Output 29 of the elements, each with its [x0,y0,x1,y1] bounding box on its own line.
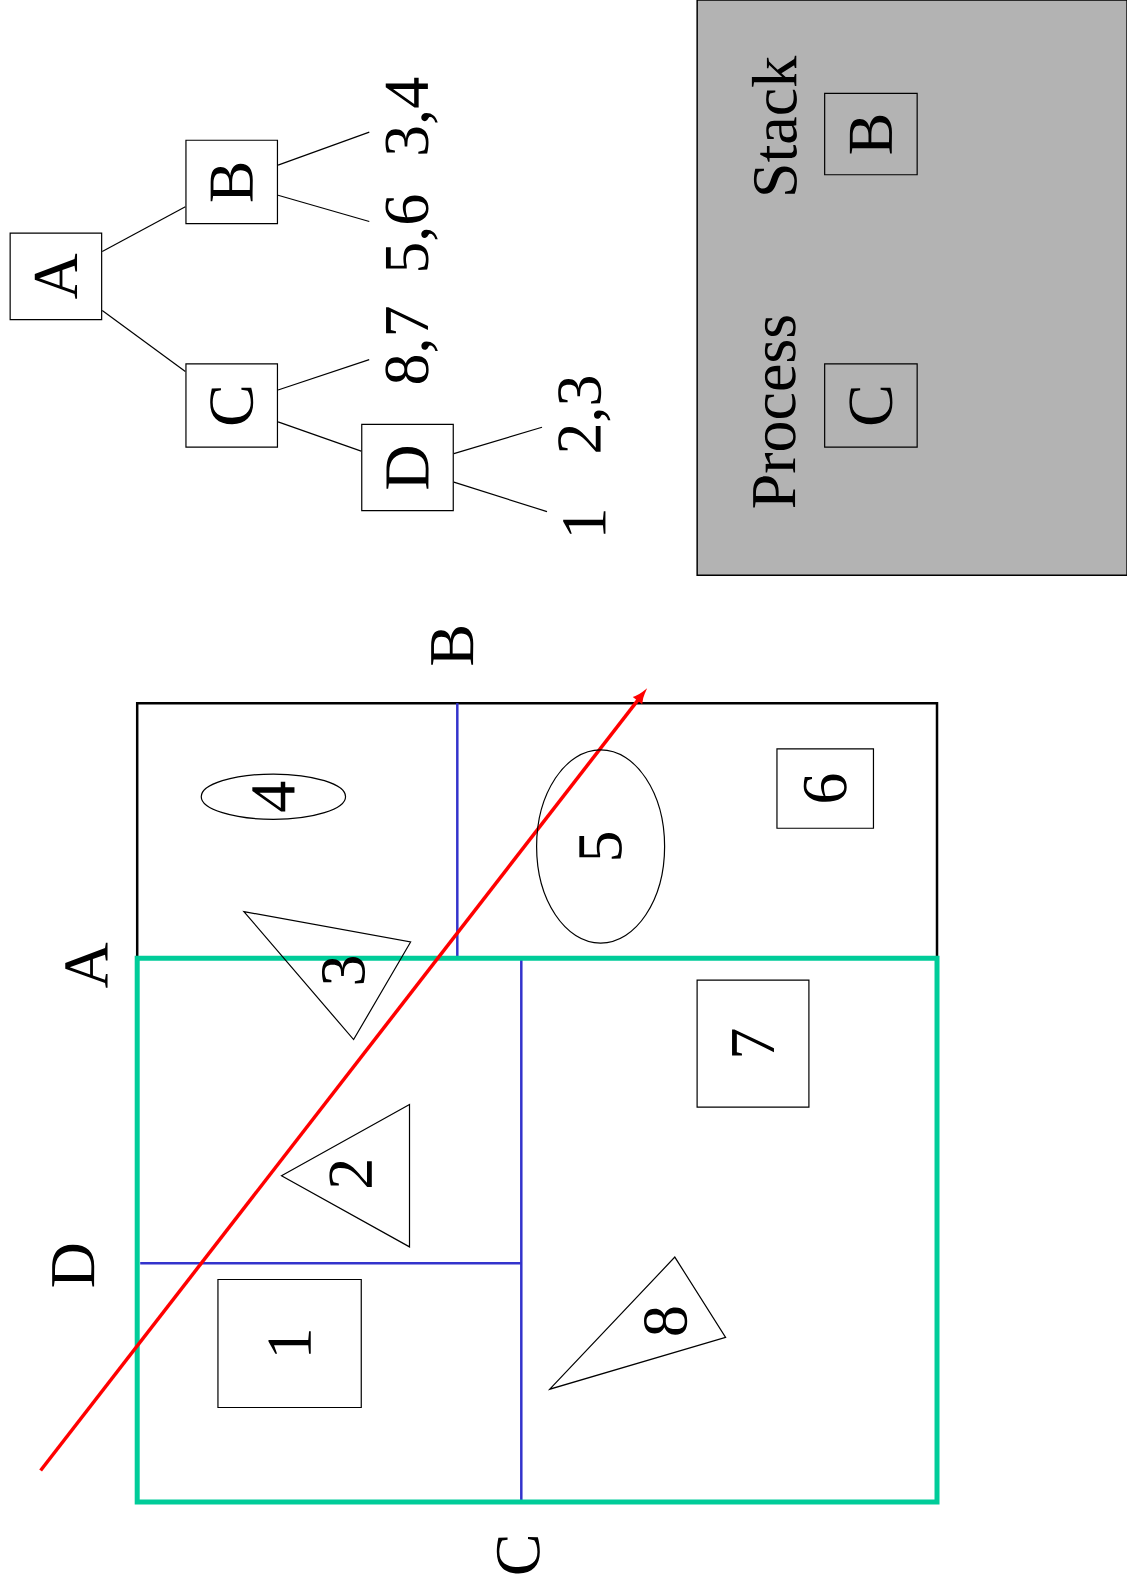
letter-box: D [361,423,454,512]
letter-box: 6 [776,748,875,829]
tree-line [101,206,186,253]
tree-line [453,426,543,455]
letter-box: A [9,232,103,321]
tree-line [101,309,186,373]
leaf-label: 8,7 [385,307,438,384]
axis-letter: D [52,1244,95,1287]
leaf-label: 3,4 [385,77,438,154]
letter-box: B [185,139,279,225]
box-caption: Process [753,316,796,508]
letter-box: 7 [696,979,810,1108]
letter-box: C [185,363,279,448]
stack-panel [696,0,1127,576]
box-caption: Stack [751,55,797,194]
axis-letter: B [431,627,474,665]
tree-line [453,481,548,513]
leaf-label: 5,6 [385,195,438,270]
tree-line [277,421,362,452]
tree-line [277,359,370,391]
axis-letter: A [65,942,108,988]
tree-line [277,194,370,223]
letter-box: B [824,92,918,176]
leaf-label: 2,3 [558,377,611,452]
leaf-label: 1 [563,511,606,534]
tree-line [277,131,370,166]
letter-box: 1 [217,1278,362,1409]
letter-box: C [824,363,918,448]
axis-letter: C [496,1537,540,1574]
